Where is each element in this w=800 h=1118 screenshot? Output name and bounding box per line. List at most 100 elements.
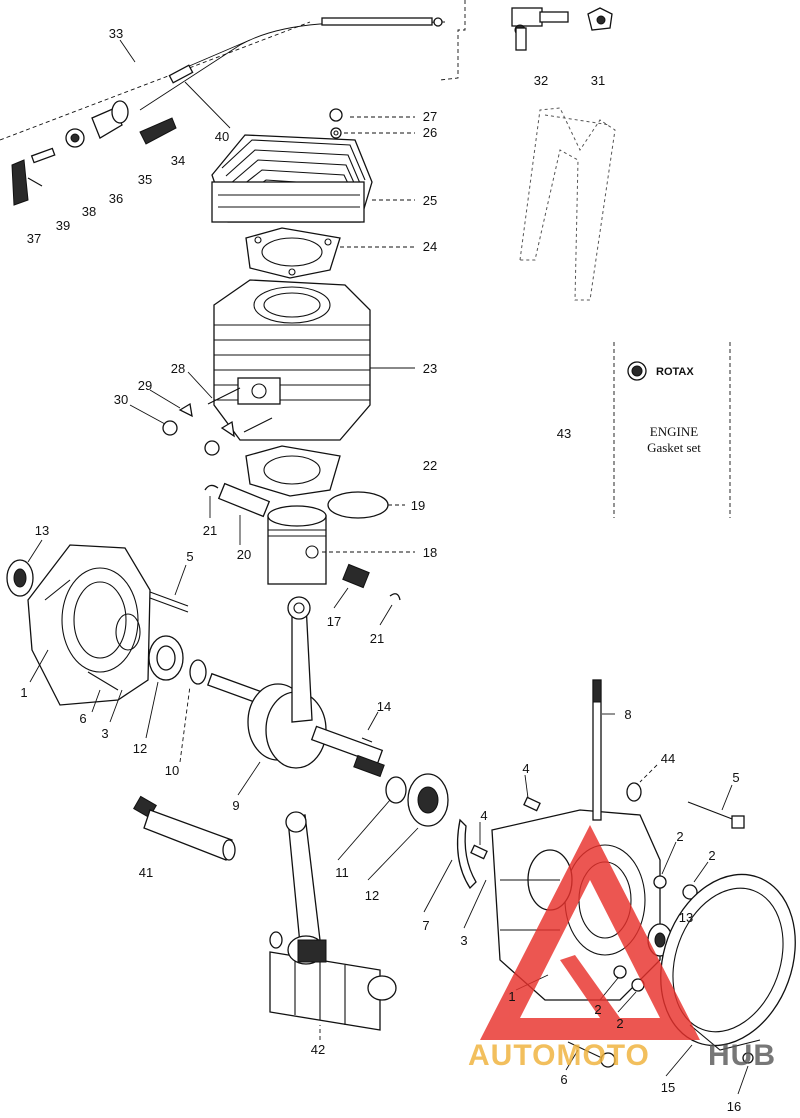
head-gasket (245, 227, 341, 279)
callout-18: 18 (423, 545, 437, 560)
callout-17: 17 (327, 614, 341, 629)
crank-pin-41 (133, 795, 236, 861)
crankshaft (206, 672, 385, 778)
grommet-44 (626, 782, 642, 802)
gasket-box-line1: ENGINE (650, 424, 698, 439)
callout-20: 20 (237, 547, 251, 562)
callout-38: 38 (82, 204, 96, 219)
callout-3-right: 3 (460, 933, 467, 948)
shim-10 (189, 659, 207, 685)
bearing-12-left (148, 635, 184, 681)
gasket-7 (456, 818, 477, 890)
frame-bracket-ghost (519, 107, 616, 301)
callout-21-top: 21 (203, 523, 217, 538)
leader-lines (27, 39, 749, 1095)
crankcase-left (27, 544, 151, 706)
base-gasket (245, 445, 341, 497)
callout-21-right: 21 (370, 631, 384, 646)
watermark-logo: AUTOMOTO HUB (468, 825, 776, 1072)
callout-23: 23 (423, 361, 437, 376)
callout-3-left: 3 (101, 726, 108, 741)
callout-27: 27 (423, 109, 437, 124)
connecting-rod-upper (287, 596, 313, 723)
callout-12-right: 12 (365, 888, 379, 903)
dowels-4 (470, 796, 541, 860)
callout-37: 37 (27, 231, 41, 246)
callout-35: 35 (138, 172, 152, 187)
callout-numbers: 33 32 31 40 27 26 34 35 36 38 39 37 25 2… (20, 26, 741, 1114)
rotax-brand: ROTAX (656, 366, 694, 378)
callout-2-lower-b: 2 (616, 1016, 623, 1031)
callout-25: 25 (423, 193, 437, 208)
throttle-cable (0, 0, 466, 141)
callout-28: 28 (171, 361, 185, 376)
callout-36: 36 (109, 191, 123, 206)
fan-housing (660, 873, 796, 1051)
callout-19: 19 (411, 498, 425, 513)
seal-13-left (6, 559, 34, 597)
callout-33: 33 (109, 26, 123, 41)
callout-40: 40 (215, 129, 229, 144)
callout-41: 41 (139, 865, 153, 880)
callout-31: 31 (591, 73, 605, 88)
cylinder-studs-nuts (162, 387, 273, 456)
callout-8: 8 (624, 707, 631, 722)
studs-left (87, 591, 189, 691)
callout-4-mid: 4 (480, 808, 487, 823)
seal-11 (385, 776, 407, 804)
stud-6-right (567, 1041, 603, 1059)
piston (267, 505, 327, 585)
callout-1-right: 1 (508, 989, 515, 1004)
callout-29: 29 (138, 378, 152, 393)
intake-small-parts (11, 100, 177, 206)
callout-44: 44 (661, 751, 675, 766)
callout-32: 32 (534, 73, 548, 88)
key-14 (361, 737, 373, 743)
carburetor-part-31 (587, 7, 613, 31)
head-nut-washer (329, 108, 343, 139)
callout-11: 11 (335, 865, 349, 880)
callout-16: 16 (727, 1099, 741, 1114)
piston-ring (327, 491, 389, 519)
gasket-set-box: ROTAX ENGINE Gasket set (613, 342, 731, 518)
callout-14: 14 (377, 699, 391, 714)
callout-26: 26 (423, 125, 437, 140)
callout-4-top: 4 (522, 761, 529, 776)
callout-2-top: 2 (676, 829, 683, 844)
screw-16 (742, 1052, 754, 1064)
callout-2-lower-a: 2 (594, 1002, 601, 1017)
callout-22: 22 (423, 458, 437, 473)
callout-5-right: 5 (732, 770, 739, 785)
callout-15: 15 (661, 1080, 675, 1095)
callout-43: 43 (557, 426, 571, 441)
callout-9: 9 (232, 798, 239, 813)
callout-24: 24 (423, 239, 437, 254)
callout-12-left: 12 (133, 741, 147, 756)
callout-13-left: 13 (35, 523, 49, 538)
cylinder (213, 279, 371, 441)
watermark-triangle-icon (480, 825, 700, 1040)
watermark-text-hub: HUB (708, 1039, 776, 1072)
gasket-box-line2: Gasket set (647, 440, 701, 455)
callout-6-right: 6 (560, 1072, 567, 1087)
callout-2-right: 2 (708, 848, 715, 863)
bolt-5-right (687, 801, 745, 829)
callout-10: 10 (165, 763, 179, 778)
callout-34: 34 (171, 153, 185, 168)
needle-bearing-17 (342, 563, 370, 589)
carburetor-part-32 (511, 7, 569, 51)
connecting-rod-kit (269, 811, 397, 1031)
callout-39: 39 (56, 218, 70, 233)
stud-8 (592, 679, 602, 821)
callout-42: 42 (311, 1042, 325, 1057)
callout-1-left: 1 (20, 685, 27, 700)
callout-6-left: 6 (79, 711, 86, 726)
callout-13-right: 13 (679, 910, 693, 925)
callout-30: 30 (114, 392, 128, 407)
piston-pin-circlips (204, 482, 401, 601)
watermark-text-automoto: AUTOMOTO (468, 1039, 650, 1072)
callout-5-left: 5 (186, 549, 193, 564)
bearing-12-right (407, 773, 449, 827)
callout-7: 7 (422, 918, 429, 933)
